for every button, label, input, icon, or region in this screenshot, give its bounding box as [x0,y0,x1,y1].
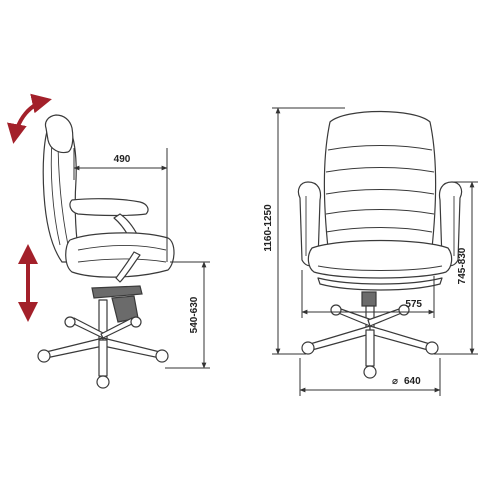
front-view-chair [297,110,463,379]
diameter-symbol-icon: ⌀ [392,376,398,387]
total-height-dimension: 1160-1250 [263,107,345,355]
armrest-height-dimension: 745-830 [434,181,478,355]
armrest-height-label: 745-830 [457,247,468,284]
base-diameter-label: 640 [404,376,421,387]
seat-height-dimension: 540-630 [165,261,210,369]
side-view-chair [37,114,175,389]
base-diameter-dimension: ⌀ 640 [299,358,441,396]
seat-width-label: 575 [405,299,422,310]
seat-height-label: 540-630 [189,296,200,333]
total-height-label: 1160-1250 [263,204,274,252]
seat-depth-dimension: 490 [73,148,168,262]
seat-depth-label: 490 [114,154,131,165]
tilt-arrow-icon [7,93,52,144]
seat-width-dimension: 575 [301,270,435,318]
